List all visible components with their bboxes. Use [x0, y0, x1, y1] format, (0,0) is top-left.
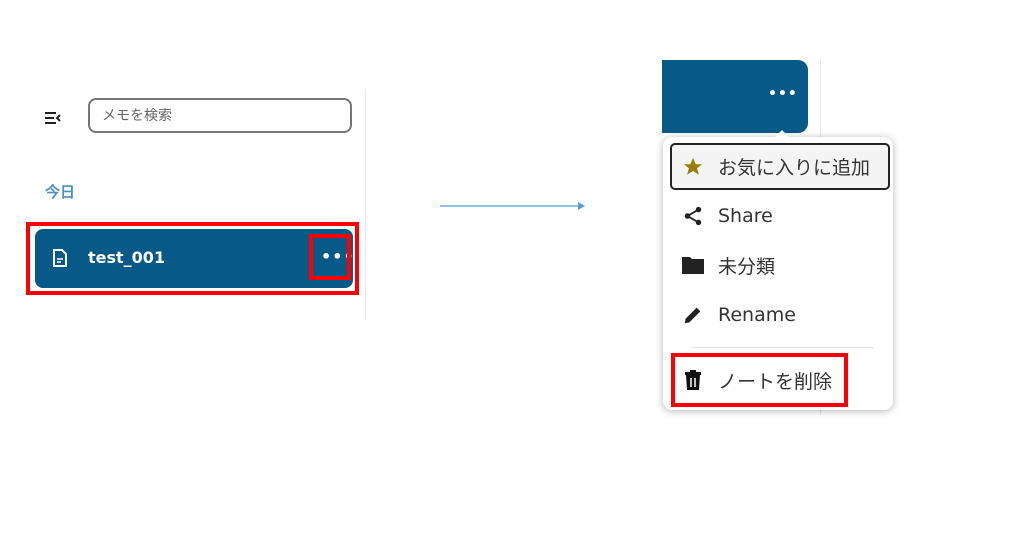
more-options-button[interactable]: ••• — [321, 247, 355, 266]
star-icon — [683, 157, 703, 175]
menu-item-folder[interactable]: 未分類 — [670, 242, 890, 288]
menu-notch — [774, 130, 790, 138]
section-today: 今日 — [45, 183, 76, 201]
menu-item-label: ノートを削除 — [718, 370, 833, 393]
menu-item-label: Share — [718, 205, 773, 227]
share-icon — [684, 206, 702, 226]
menu-collapse-icon — [45, 112, 61, 124]
folder-icon — [682, 257, 704, 274]
menu-item-label: お気に入りに追加 — [718, 157, 871, 179]
context-menu: お気に入りに追加 Share 未分類 Rename ノートを削除 — [663, 130, 893, 410]
trash-icon — [685, 370, 701, 390]
search-input[interactable] — [88, 98, 352, 133]
pencil-icon — [684, 307, 701, 324]
highlight-box — [26, 222, 359, 295]
arrow — [440, 202, 585, 210]
note-title: test_001 — [88, 248, 166, 267]
highlight-more-button — [309, 234, 351, 280]
highlight-delete — [671, 353, 848, 407]
note-item[interactable]: test_001 ••• — [35, 229, 355, 288]
note-item-selected[interactable]: ••• — [662, 60, 808, 133]
menu-item-rename[interactable]: Rename — [670, 292, 890, 338]
menu-item-label: Rename — [718, 304, 796, 326]
menu-item-favorite[interactable]: お気に入りに追加 — [670, 143, 890, 190]
sidebar-divider — [365, 90, 366, 320]
menu-item-share[interactable]: Share — [670, 193, 890, 239]
menu-item-delete[interactable]: ノートを削除 — [670, 357, 890, 403]
menu-item-label: 未分類 — [718, 255, 776, 278]
more-options-button[interactable]: ••• — [768, 86, 798, 102]
menu-divider — [693, 347, 873, 348]
collapse-sidebar-button[interactable] — [44, 110, 62, 130]
document-icon — [53, 249, 67, 267]
